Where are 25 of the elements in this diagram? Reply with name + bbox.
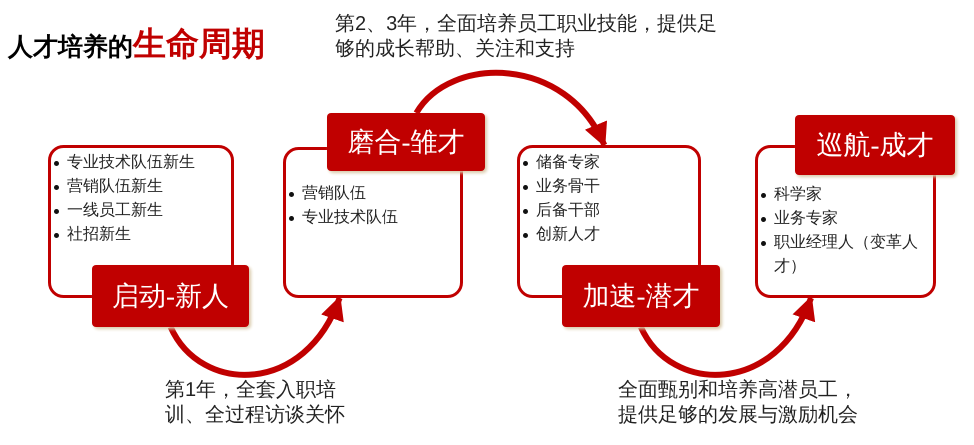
stage-card (283, 113, 485, 298)
list-item: 营销队伍新生 (67, 176, 163, 197)
list-item: 后备干部 (536, 200, 600, 221)
list-item: 社招新生 (67, 224, 131, 245)
list-item: 业务专家 (774, 208, 838, 229)
stage-label: 巡航-成才 (795, 115, 955, 175)
list-item: 业务骨干 (536, 176, 600, 197)
list-item: 科学家 (774, 184, 822, 205)
stage-label: 加速-潜才 (562, 265, 720, 327)
list-item: 一线员工新生 (67, 200, 163, 221)
curved-arrow (638, 296, 814, 378)
title: 人才培养的生命周期 (8, 24, 265, 64)
curved-arrow (414, 70, 607, 148)
list-item: 营销队伍 (302, 184, 366, 204)
stage-card (517, 145, 720, 327)
stage-card (48, 145, 249, 327)
stage-label: 启动-新人 (92, 265, 249, 327)
list-item: 创新人才 (536, 224, 600, 245)
list-item: 专业技术队伍 (302, 208, 398, 228)
stage-card (755, 115, 955, 298)
list-item: 储备专家 (536, 152, 600, 173)
curved-arrow (168, 296, 342, 378)
stage-label: 磨合-雏才 (327, 113, 485, 171)
list-item: 专业技术队伍新生 (67, 152, 195, 173)
list-item: 职业经理人（变革人才） (774, 232, 919, 277)
